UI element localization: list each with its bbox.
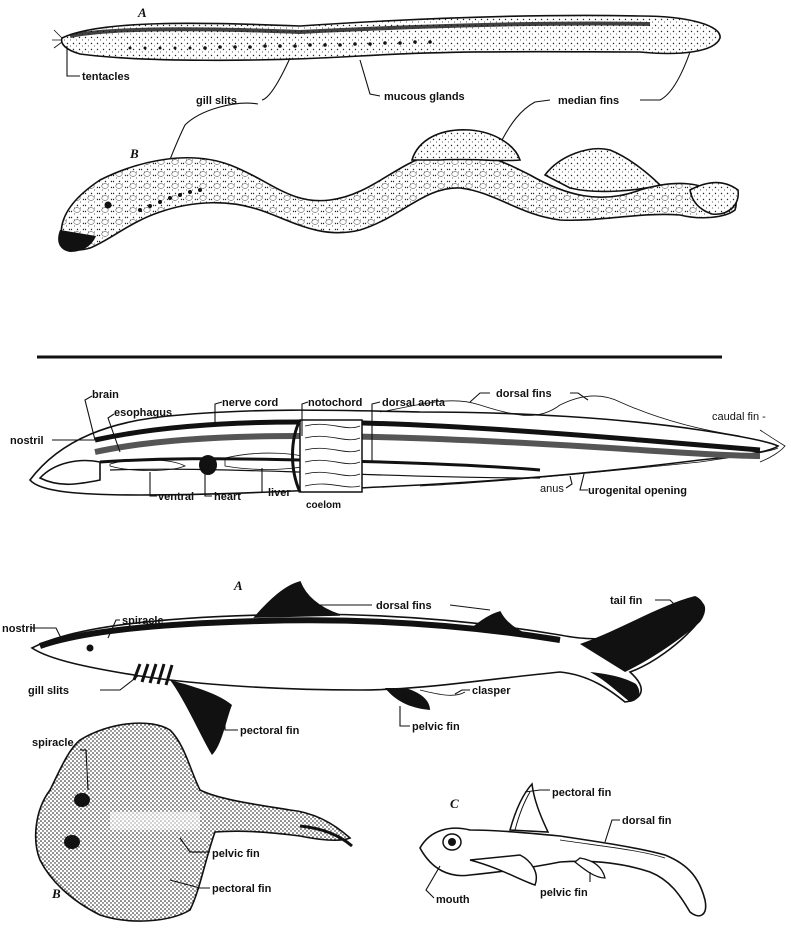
leader-median-fins-b [502,100,550,140]
cartilaginous-fish-panel: A nostril spi [2,578,706,921]
fig-label-b: B [129,146,139,161]
leader-shark-gill-slits [100,676,138,690]
fig-label-a: A [137,5,147,20]
label-chimaera-mouth: mouth [436,894,470,906]
fig-label-ray: B [51,886,61,901]
label-urogenital-opening: urogenital opening [588,485,687,497]
ray-illustration [36,723,352,921]
label-gill-slits: gill slits [196,95,237,107]
label-shark-pelvic-fin: pelvic fin [412,721,460,733]
leader-median-fins-a [640,52,690,100]
label-ray-pelvic-fin: pelvic fin [212,848,260,860]
leader-mucous-glands [360,60,380,96]
lamprey-illustration [58,130,738,252]
leader-urogenital [580,474,588,490]
leader-gill-slits-a [262,58,290,100]
label-ray-pectoral-fin: pectoral fin [212,883,272,895]
label-esophagus: esophagus [114,407,172,419]
label-median-fins: median fins [558,95,619,107]
label-shark-gill-slits: gill slits [28,685,69,697]
label-coelom: coelom [306,500,341,511]
label-shark-dorsal-fins: dorsal fins [376,600,432,612]
internal-anatomy-panel: brain esophagus nerve cord notochord dor… [10,388,785,511]
leader-shark-pelvic-fin [400,706,410,726]
label-brain: brain [92,389,119,401]
myomere-block [293,420,363,492]
label-tentacles: tentacles [82,71,130,83]
label-mucous-glands: mucous glands [384,91,465,103]
label-anus: anus [540,483,564,495]
label-ventral: ventral [158,491,194,503]
label-chimaera-dorsal-fin: dorsal fin [622,815,672,827]
label-nerve-cord: nerve cord [222,397,278,409]
label-notochord: notochord [308,397,362,409]
label-liver: liver [268,487,291,499]
label-ray-spiracle: spiracle [32,737,74,749]
label-shark-clasper: clasper [472,685,511,697]
label-dorsal-aorta: dorsal aorta [382,397,446,409]
leader-dorsal-fins [470,393,490,402]
label-dorsal-fins: dorsal fins [496,388,552,400]
label-shark-tail-fin: tail fin [610,595,643,607]
hagfish-lamprey-panel: A tentacles gill slits mucous glands [52,5,738,252]
leader-chimaera-dorsal-fin [605,820,620,842]
label-shark-nostril: nostril [2,623,36,635]
label-chimaera-pelvic-fin: pelvic fin [540,887,588,899]
label-nostril: nostril [10,435,44,447]
fig-label-shark: A [233,578,243,593]
leader-shark-dorsal-fins-b [450,605,490,610]
leader-anus [566,476,572,488]
label-shark-spiracle: spiracle [122,615,164,627]
label-heart: heart [214,491,241,503]
leader-shark-pectoral-fin [225,720,238,730]
label-caudal-fin: caudal fin - [712,411,766,423]
label-chimaera-pectoral-fin: pectoral fin [552,787,612,799]
fig-label-chimaera: C [450,796,459,811]
heart-shape [199,455,217,475]
hagfish-illustration [52,15,720,60]
leader-brain [85,396,95,440]
label-shark-pectoral-fin: pectoral fin [240,725,300,737]
